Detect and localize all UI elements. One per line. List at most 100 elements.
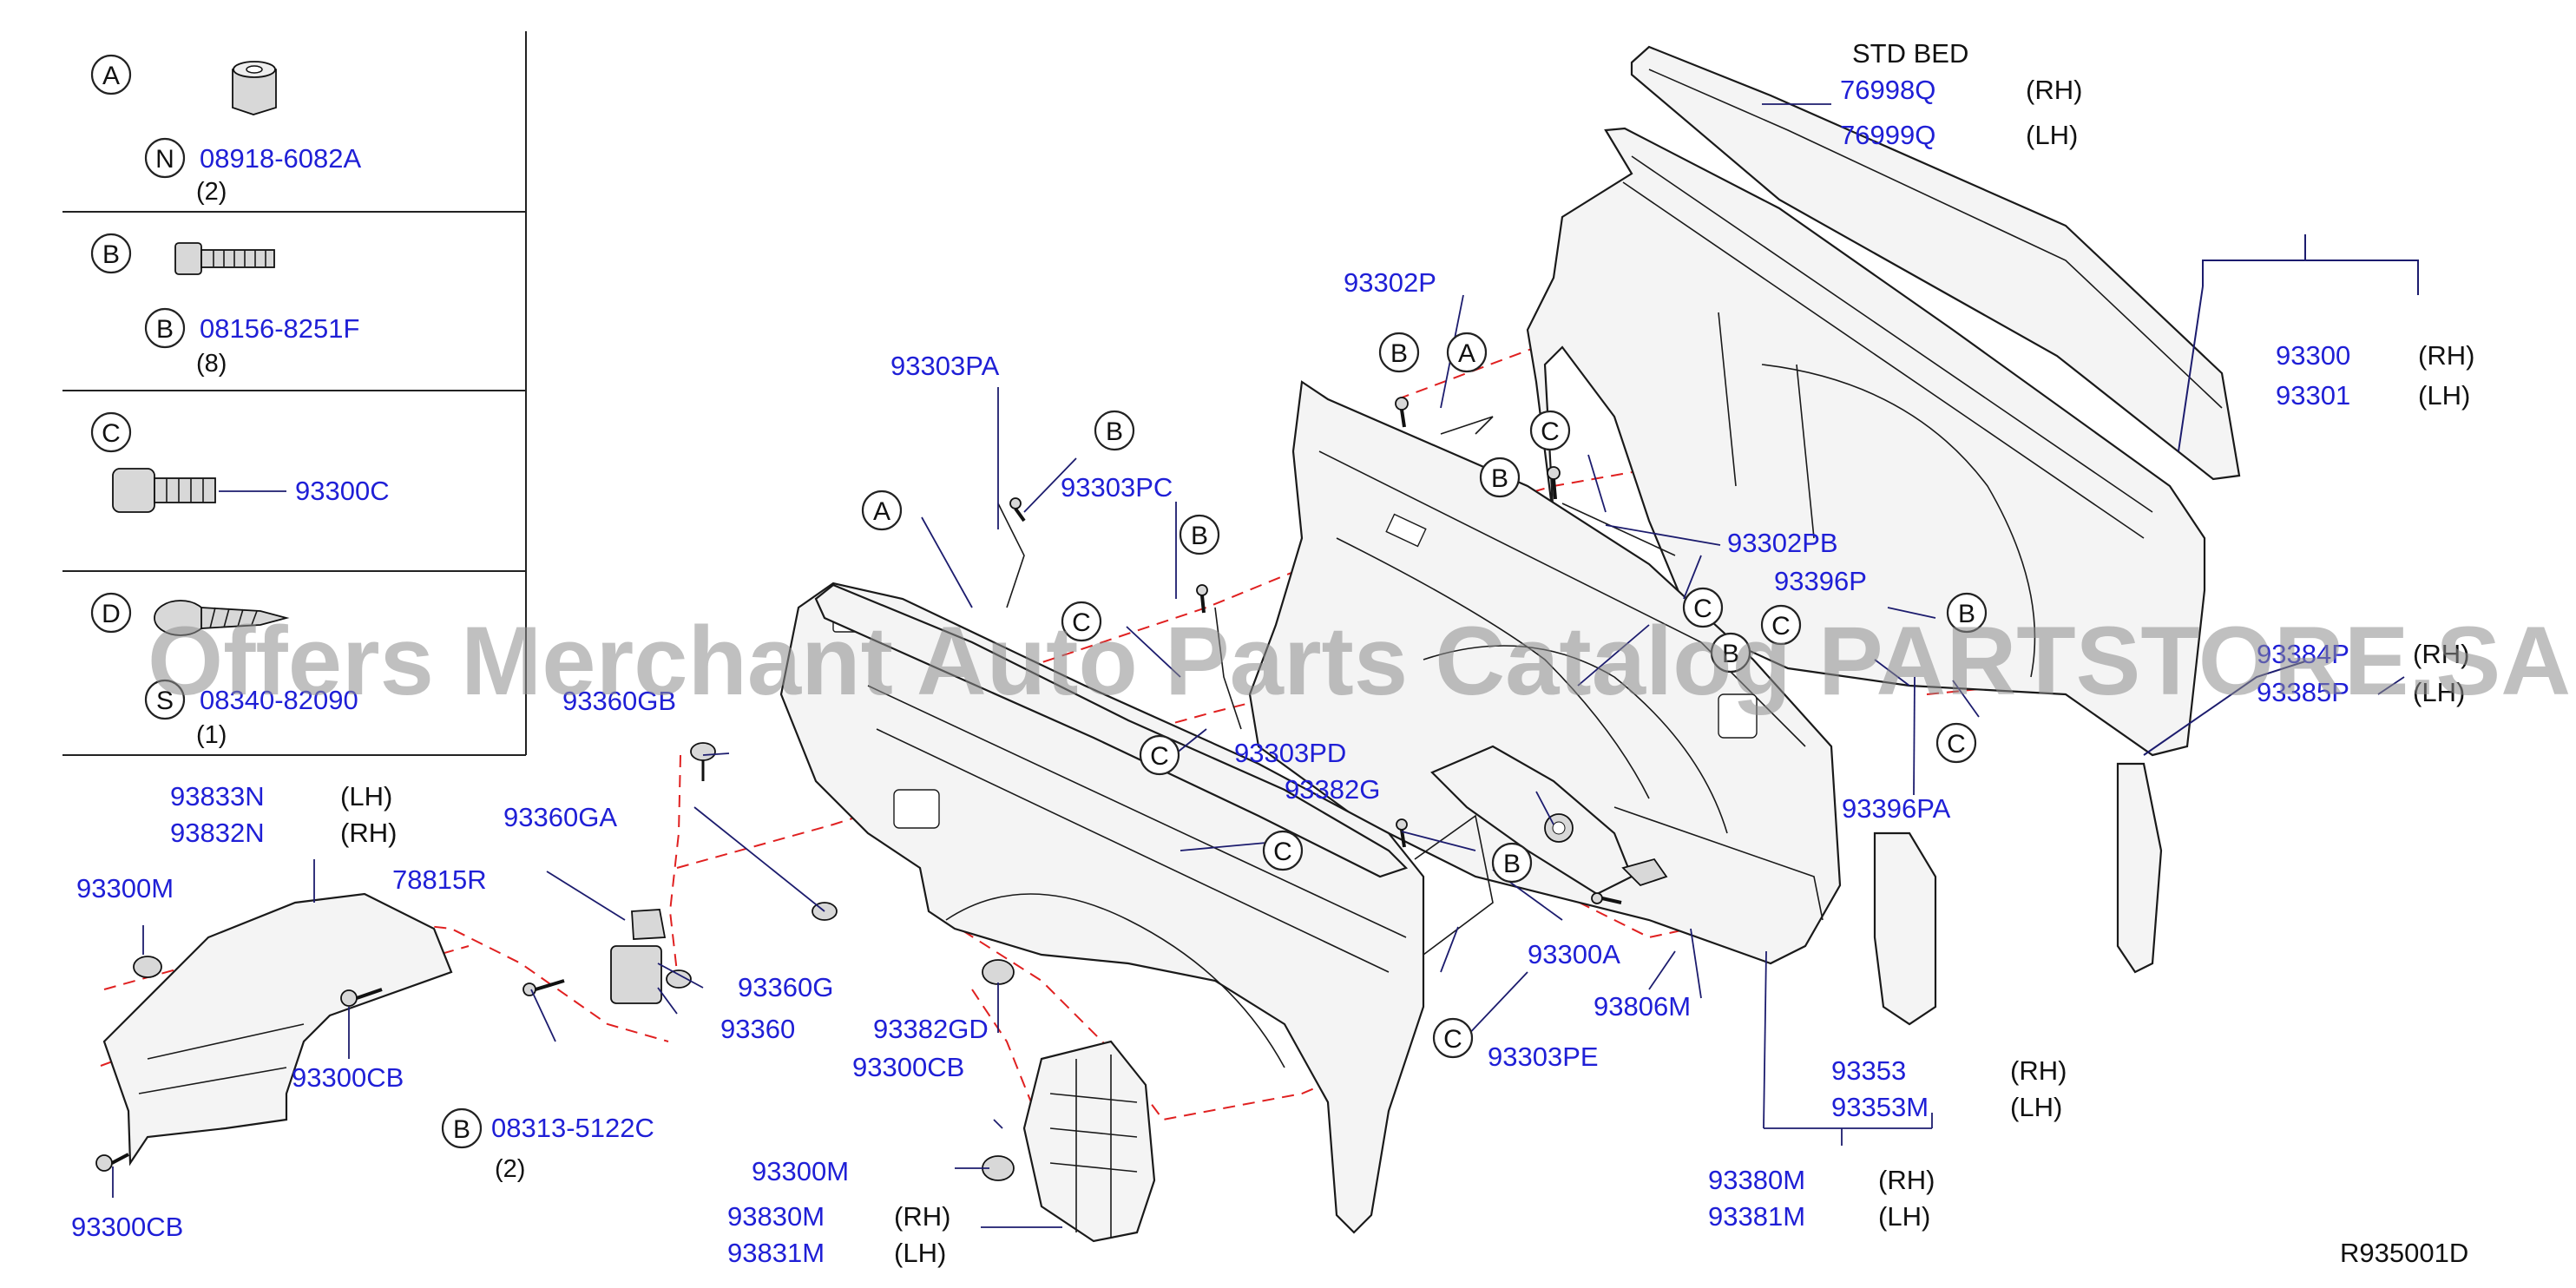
part-label: 93300 bbox=[2276, 340, 2350, 371]
part-label: 93302P bbox=[1344, 267, 1436, 298]
part-label: 93303PC bbox=[1061, 472, 1173, 503]
bolt-icon bbox=[1009, 497, 1026, 522]
part-labels: STD BED 76998Q (RH) 76999Q (LH) 93302P 9… bbox=[71, 38, 2474, 1268]
hardware-fasteners bbox=[95, 397, 1676, 1181]
part-label: 93300CB bbox=[852, 1052, 964, 1082]
part-label: 93382GD bbox=[873, 1014, 989, 1044]
side-rh: (RH) bbox=[1878, 1165, 1935, 1195]
leader-lines bbox=[112, 103, 2419, 1228]
part-label: 93300M bbox=[76, 873, 174, 904]
part-label: 93360 bbox=[720, 1014, 795, 1044]
part-label: 93360G bbox=[738, 972, 833, 1002]
bolt-icon bbox=[1396, 818, 1408, 848]
bracket-icon bbox=[610, 945, 662, 1004]
bed-rail-cap-part bbox=[1630, 45, 2241, 481]
bed-side-bracket-part bbox=[1022, 1040, 1156, 1243]
side-lh: (LH) bbox=[1878, 1201, 1930, 1232]
callout-c: C bbox=[1061, 601, 1102, 642]
part-label: 93832N bbox=[170, 818, 265, 848]
svg-text:B: B bbox=[1958, 600, 1975, 628]
callout-b: B bbox=[441, 1107, 483, 1149]
bolt-icon bbox=[95, 1153, 129, 1172]
part-label: 93833N bbox=[170, 781, 265, 812]
svg-text:C: C bbox=[1443, 1025, 1462, 1054]
fender-liner-front-part bbox=[102, 892, 453, 1166]
callout-c: C bbox=[1262, 830, 1304, 871]
part-label: 93360GB bbox=[562, 686, 676, 716]
callout-c: C bbox=[1432, 1017, 1474, 1059]
legend-part-number: 93300C bbox=[295, 476, 390, 506]
side-rh: (RH) bbox=[2413, 639, 2469, 669]
bolt-icon bbox=[340, 988, 383, 1007]
legend-letter: D bbox=[102, 600, 121, 628]
legend-quantity: (8) bbox=[196, 350, 227, 378]
part-label: 93384P bbox=[2257, 639, 2349, 669]
legend-panel: A N 08918-6082A (2) B B 08156-8251F (8) bbox=[62, 31, 527, 756]
callout-b: B bbox=[1479, 457, 1521, 498]
part-label: 08313-5122C bbox=[491, 1113, 654, 1143]
callout-a: A bbox=[861, 490, 903, 531]
svg-text:C: C bbox=[1072, 608, 1091, 637]
svg-text:A: A bbox=[873, 497, 890, 526]
legend-quantity: (2) bbox=[196, 178, 227, 206]
svg-text:C: C bbox=[1273, 838, 1292, 866]
legend-box-a: A N 08918-6082A (2) bbox=[90, 54, 361, 206]
part-label: 93300CB bbox=[71, 1212, 183, 1242]
side-lh: (LH) bbox=[340, 781, 392, 812]
svg-text:B: B bbox=[1491, 464, 1508, 493]
bolt-icon bbox=[112, 468, 216, 513]
legend-part-number: 08340-82090 bbox=[200, 685, 358, 715]
part-label: 93301 bbox=[2276, 380, 2350, 411]
part-label: 93303PD bbox=[1234, 738, 1346, 768]
callout-b: B bbox=[1378, 332, 1420, 373]
side-rh: (RH) bbox=[2418, 340, 2474, 371]
legend-box-b: B B 08156-8251F (8) bbox=[90, 233, 359, 378]
legend-sub-letter: N bbox=[155, 145, 174, 174]
legend-box-d: D S 08340-82090 (1) bbox=[90, 592, 358, 749]
legend-letter: B bbox=[102, 240, 120, 269]
part-label: 93381M bbox=[1708, 1201, 1805, 1232]
part-label: 93360GA bbox=[503, 802, 617, 832]
rear-wheel-house-part bbox=[1873, 762, 2163, 1026]
part-label: 93831M bbox=[727, 1238, 825, 1268]
letter-callouts: B A C B B A B C C C B C B C C B C B bbox=[441, 332, 1988, 1149]
clip-icon bbox=[133, 956, 162, 978]
watermark-text: Offers Merchant Auto Parts Catalog PARTS… bbox=[148, 607, 2571, 715]
callout-c: C bbox=[1139, 734, 1180, 776]
part-quantity: (2) bbox=[495, 1155, 525, 1183]
part-label: 93303PA bbox=[890, 351, 1000, 381]
rod-icon bbox=[1440, 416, 1676, 556]
part-label: 93385P bbox=[2257, 677, 2349, 707]
side-lh: (LH) bbox=[2413, 677, 2465, 707]
clip-icon bbox=[982, 959, 1015, 985]
legend-letter: C bbox=[102, 419, 121, 448]
bed-type-label: STD BED bbox=[1852, 38, 1968, 69]
side-lh: (LH) bbox=[2418, 380, 2470, 411]
part-label: 93300M bbox=[752, 1156, 849, 1186]
callout-b: B bbox=[1710, 632, 1751, 674]
part-label: 76999Q bbox=[1840, 120, 1935, 150]
side-rh: (RH) bbox=[2026, 75, 2082, 105]
bed-inner-panel-part bbox=[1248, 380, 1842, 965]
callout-b: B bbox=[1491, 842, 1533, 884]
svg-text:C: C bbox=[1541, 417, 1560, 446]
svg-text:B: B bbox=[453, 1115, 470, 1144]
side-lh: (LH) bbox=[2026, 120, 2078, 150]
bracket-icon bbox=[1621, 858, 1668, 887]
part-label: 93302PB bbox=[1727, 528, 1838, 558]
rod-icon bbox=[997, 503, 1242, 730]
legend-sub-letter: B bbox=[156, 315, 174, 344]
bolt-icon bbox=[1196, 584, 1208, 614]
nut-icon bbox=[232, 61, 277, 115]
callout-c: C bbox=[1760, 604, 1802, 646]
svg-text:B: B bbox=[1390, 339, 1408, 368]
svg-text:C: C bbox=[1693, 595, 1712, 623]
svg-text:C: C bbox=[1947, 730, 1966, 759]
callout-b: B bbox=[1946, 592, 1988, 634]
part-label: 93353M bbox=[1831, 1092, 1929, 1122]
svg-text:B: B bbox=[1106, 417, 1123, 446]
part-label: 93382G bbox=[1285, 774, 1380, 805]
grommet-icon bbox=[1544, 813, 1574, 843]
bolt-icon bbox=[522, 979, 565, 996]
